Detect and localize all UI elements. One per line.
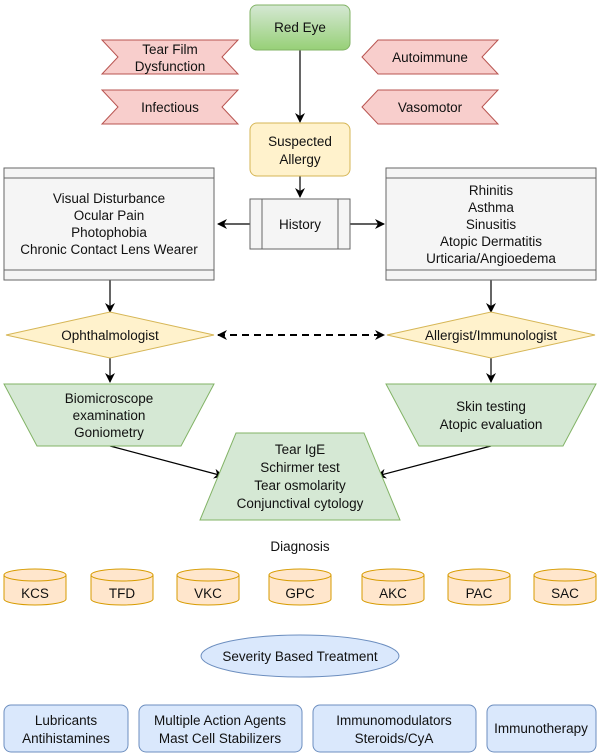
suspected-allergy-node: Suspected Allergy (249, 122, 351, 177)
systemic-symptom-2: Asthma (468, 200, 514, 215)
allergist-label: Allergist/Immunologist (425, 328, 557, 343)
ophthalmologist-node: Ophthalmologist (5, 311, 215, 359)
diagnosis-sac: SAC (533, 568, 597, 606)
ocular-symptoms-node: Visual Disturbance Ocular Pain Photophob… (3, 167, 215, 281)
shared-test-1: Tear IgE (275, 442, 325, 457)
infectious-label: Infectious (141, 100, 199, 115)
treatment-immunotherapy: Immunotherapy (486, 704, 597, 753)
treatment-lubricants-line-1: Lubricants (35, 713, 98, 728)
allergist-tests-node: Skin testing Atopic evaluation (385, 383, 597, 447)
ophthalmic-exam-2: examination (73, 408, 146, 423)
autoimmune-label: Autoimmune (392, 50, 468, 65)
treatment-multiple-action-line-1: Multiple Action Agents (154, 713, 286, 728)
history-label: History (279, 217, 321, 232)
shared-test-2: Schirmer test (260, 460, 340, 475)
diagnosis-cylinders: KCS TFD VKC GPC AKC PAC (3, 568, 597, 606)
allergist-test-2: Atopic evaluation (440, 417, 543, 432)
treatment-lubricants-line-2: Antihistamines (22, 731, 110, 746)
diagnosis-tfd-label: TFD (109, 586, 135, 601)
diagnosis-gpc: GPC (268, 568, 332, 606)
suspected-allergy-line-1: Suspected (268, 134, 332, 149)
diagnosis-kcs: KCS (3, 568, 67, 606)
shared-test-4: Conjunctival cytology (237, 496, 364, 511)
systemic-symptom-1: Rhinitis (469, 183, 514, 198)
diagnosis-pac-label: PAC (466, 586, 493, 601)
ophthalmic-exam-1: Biomicroscope (65, 391, 154, 406)
diagnosis-vkc-label: VKC (194, 586, 222, 601)
severity-treatment-node: Severity Based Treatment (200, 634, 400, 678)
diagnosis-label: Diagnosis (270, 539, 330, 554)
ophthalmic-exam-3: Goniometry (74, 425, 144, 440)
treatment-immunomodulators-line-2: Steroids/CyA (355, 731, 434, 746)
connectors (105, 50, 496, 479)
diagnosis-akc: AKC (361, 568, 425, 606)
ocular-symptom-3: Photophobia (71, 225, 147, 240)
treatment-multiple-action-line-2: Mast Cell Stabilizers (159, 731, 282, 746)
allergist-test-1: Skin testing (456, 399, 526, 414)
edge-tests-to-shared (376, 445, 492, 479)
tear-film-line-2: Dysfunction (135, 59, 206, 74)
treatment-immunomodulators-line-1: Immunomodulators (336, 713, 452, 728)
history-node: History (249, 198, 351, 250)
diagnosis-gpc-label: GPC (285, 586, 315, 601)
ocular-symptom-1: Visual Disturbance (53, 191, 165, 206)
shared-tests-node: Tear IgE Schirmer test Tear osmolarity C… (199, 432, 401, 521)
ophthalmologist-label: Ophthalmologist (61, 328, 159, 343)
tear-film-dysfunction-node: Tear Film Dysfunction (100, 39, 240, 75)
treatment-lubricants: Lubricants Antihistamines (3, 704, 129, 753)
vasomotor-label: Vasomotor (398, 100, 463, 115)
vasomotor-node: Vasomotor (361, 89, 500, 125)
treatment-immunotherapy-label: Immunotherapy (494, 721, 588, 736)
ophthalmic-exams-node: Biomicroscope examination Goniometry (3, 383, 215, 447)
treatment-immunomodulators: Immunomodulators Steroids/CyA (312, 704, 477, 753)
diagnosis-akc-label: AKC (379, 586, 407, 601)
infectious-node: Infectious (100, 89, 240, 125)
treatment-multiple-action: Multiple Action Agents Mast Cell Stabili… (138, 704, 303, 753)
diagnosis-sac-label: SAC (551, 586, 579, 601)
systemic-symptom-3: Sinusitis (466, 217, 517, 232)
edge-exams-to-shared (109, 445, 224, 479)
red-eye-node: Red Eye (249, 4, 351, 51)
allergist-immunologist-node: Allergist/Immunologist (386, 311, 596, 359)
severity-treatment-label: Severity Based Treatment (222, 649, 378, 664)
systemic-symptom-4: Atopic Dermatitis (440, 234, 542, 249)
tear-film-line-1: Tear Film (142, 42, 198, 57)
autoimmune-node: Autoimmune (361, 39, 500, 75)
red-eye-label: Red Eye (274, 20, 326, 35)
ocular-symptom-4: Chronic Contact Lens Wearer (20, 242, 198, 257)
diagnosis-tfd: TFD (90, 568, 154, 606)
ocular-symptom-2: Ocular Pain (74, 208, 145, 223)
diagnosis-vkc: VKC (176, 568, 240, 606)
diagnosis-pac: PAC (447, 568, 511, 606)
diagnosis-kcs-label: KCS (21, 586, 49, 601)
systemic-symptom-5: Urticaria/Angioedema (426, 251, 556, 266)
treatment-options: Lubricants Antihistamines Multiple Actio… (3, 704, 597, 753)
shared-test-3: Tear osmolarity (254, 478, 346, 493)
suspected-allergy-line-2: Allergy (279, 152, 321, 167)
systemic-symptoms-node: Rhinitis Asthma Sinusitis Atopic Dermati… (385, 167, 597, 281)
